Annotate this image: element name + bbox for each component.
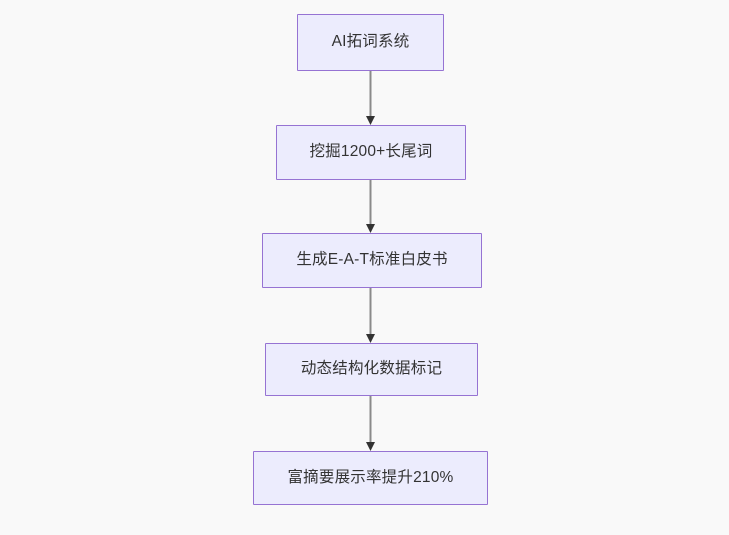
arrowhead-icon [366,334,375,343]
arrowhead-icon [366,224,375,233]
flow-node-rich-snippet-impression-lift[interactable]: 富摘要展示率提升210% [253,451,488,505]
flow-node-mine-longtail-keywords[interactable]: 挖掘1200+长尾词 [276,125,466,180]
flow-node-ai-keyword-system[interactable]: AI拓词系统 [297,14,444,71]
flow-node-label: 挖掘1200+长尾词 [309,143,433,161]
flow-node-label: AI拓词系统 [331,33,410,51]
flow-node-generate-eat-whitepaper[interactable]: 生成E-A-T标准白皮书 [262,233,482,288]
flow-node-label: 富摘要展示率提升210% [287,468,454,486]
arrowhead-icon [366,116,375,125]
flow-node-label: 动态结构化数据标记 [300,360,443,378]
flow-node-label: 生成E-A-T标准白皮书 [296,251,448,269]
arrowhead-icon [366,442,375,451]
flow-node-dynamic-structured-data-markup[interactable]: 动态结构化数据标记 [265,343,478,396]
